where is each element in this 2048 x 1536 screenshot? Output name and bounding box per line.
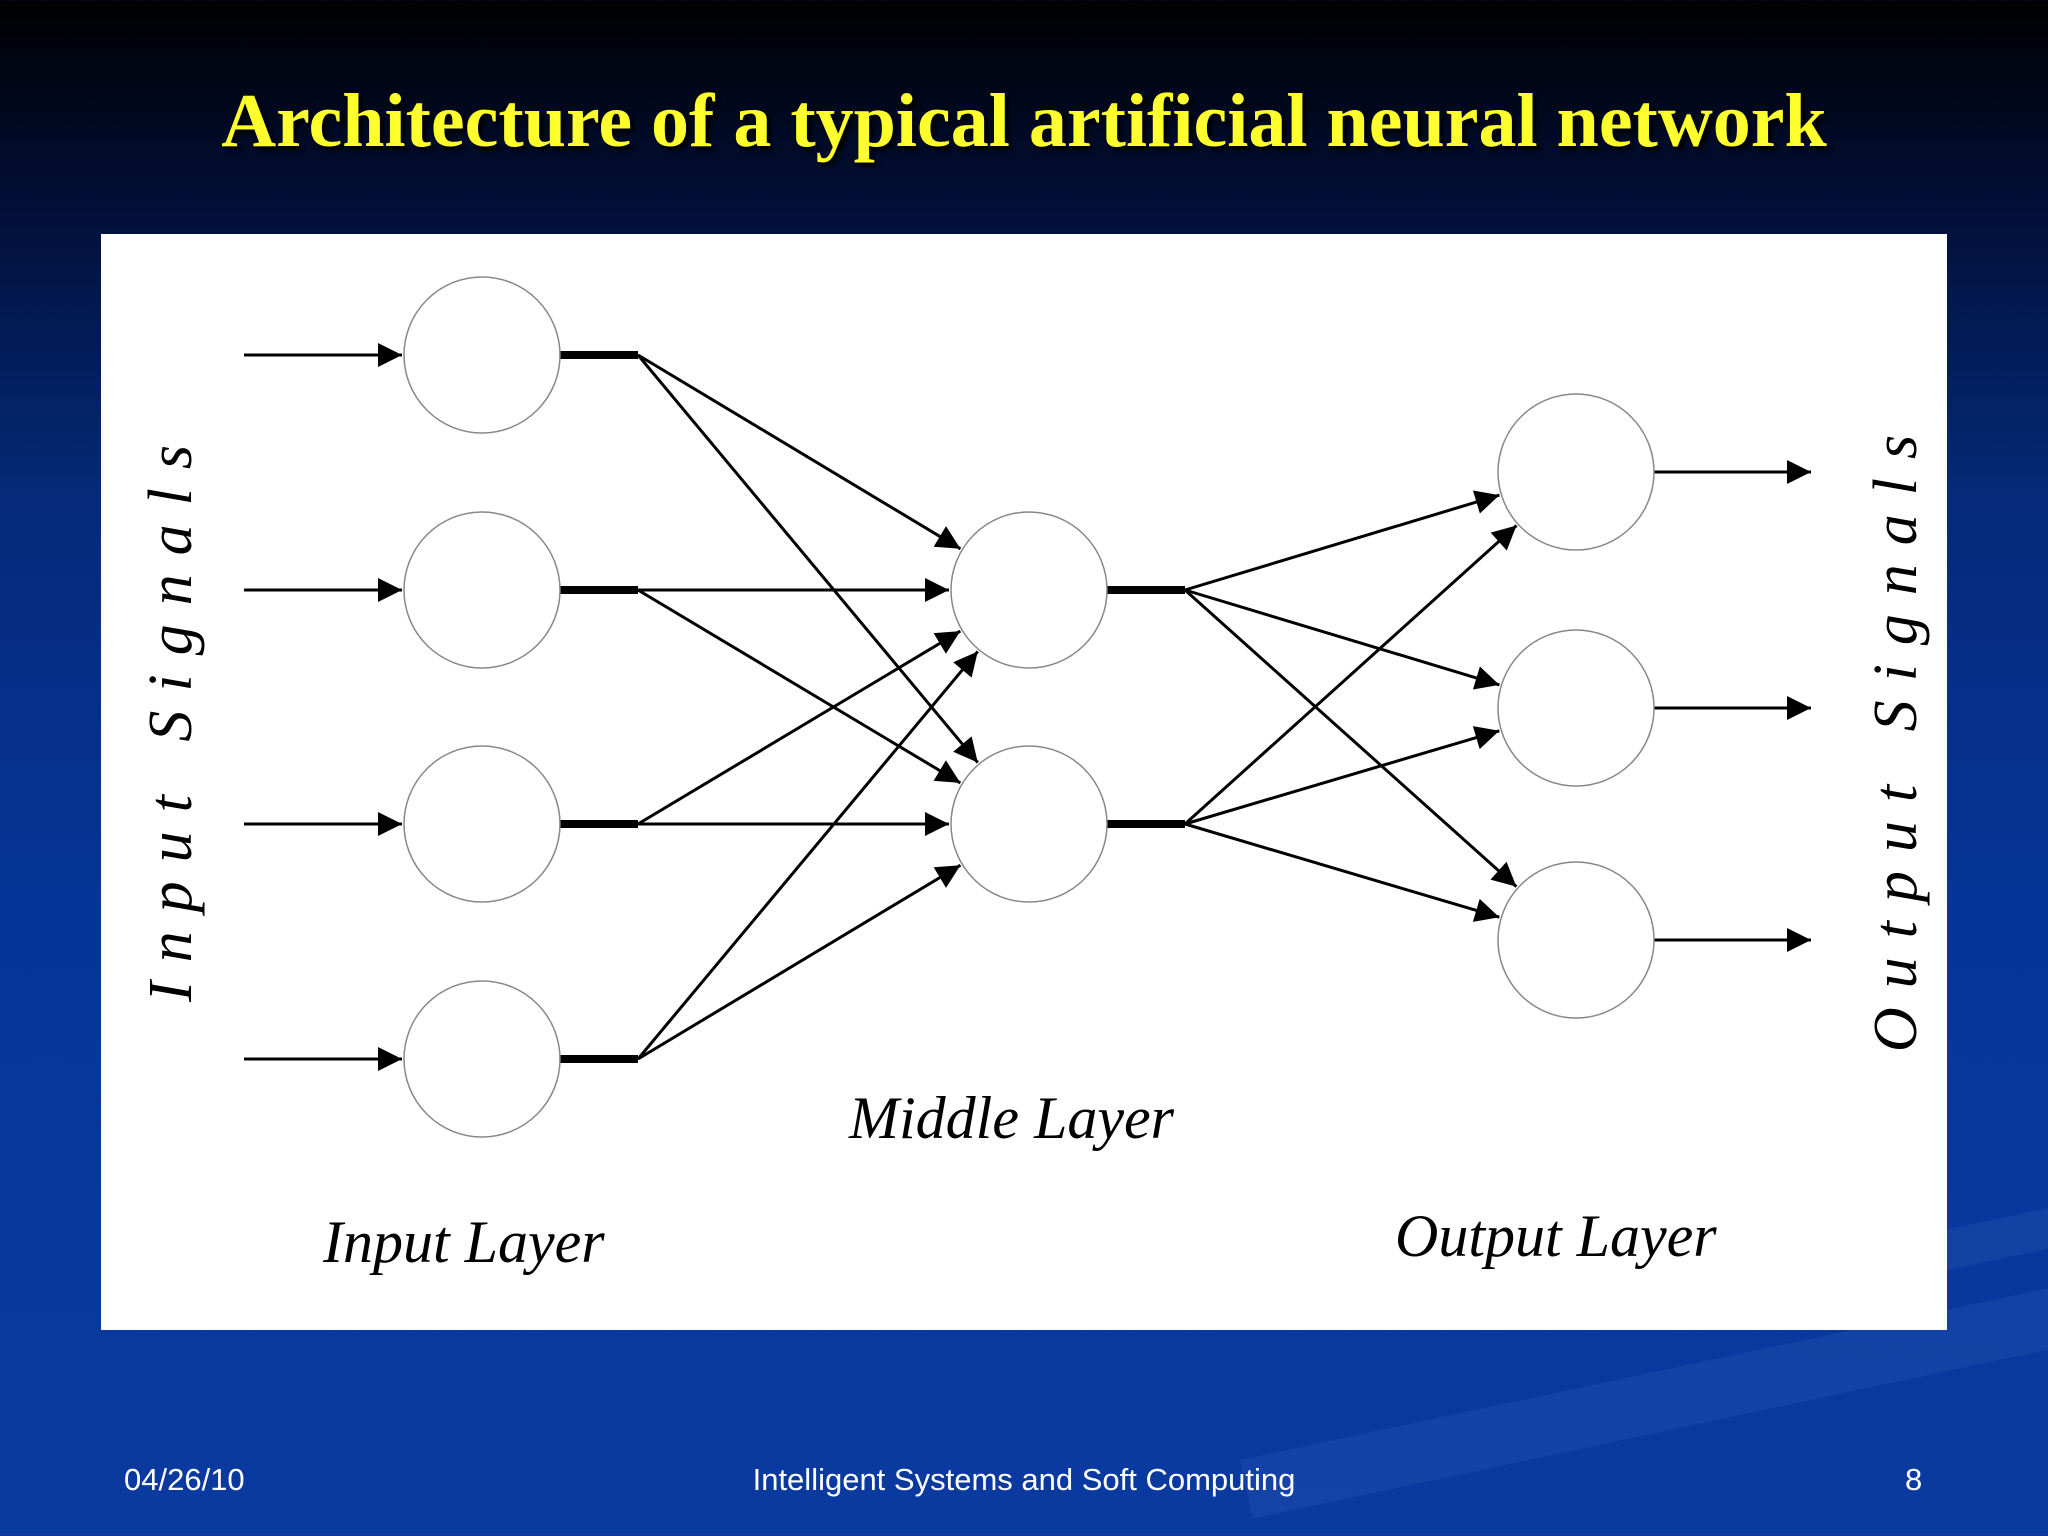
neural-network-diagram: [244, 276, 1811, 1138]
middle-neuron: [950, 511, 1108, 669]
connection-arrow: [637, 863, 962, 1061]
input-neuron: [403, 980, 561, 1138]
connection-arrow: [1183, 588, 1518, 888]
output-neuron: [1497, 629, 1655, 787]
connection-arrow: [1184, 822, 1500, 922]
connection-arrow: [637, 588, 962, 785]
connection-arrow: [1184, 588, 1500, 690]
slide-title: Architecture of a typical artificial neu…: [221, 79, 1827, 163]
input-layer-label: Input Layer: [323, 1209, 605, 1275]
footer-course: Intelligent Systems and Soft Computing: [752, 1462, 1296, 1497]
input-signals-label: Input Signals: [136, 426, 205, 1002]
footer-page-number: 8: [1905, 1462, 1923, 1497]
input-neuron: [403, 511, 561, 669]
middle-layer-label: Middle Layer: [849, 1085, 1174, 1151]
connection-arrow: [636, 650, 979, 1060]
connection-arrow: [1183, 524, 1518, 826]
connection-arrow: [1184, 490, 1500, 592]
output-neuron: [1497, 861, 1655, 1019]
connection-arrow: [637, 353, 962, 551]
connection-arrow: [1184, 726, 1500, 826]
output-signals-label: Output Signals: [1862, 415, 1931, 1053]
output-neuron: [1497, 393, 1655, 551]
middle-neuron: [950, 745, 1108, 903]
connection-arrow: [636, 354, 979, 764]
input-neuron: [403, 276, 561, 434]
diagram-panel: Input Signals Output Signals Input Layer…: [101, 234, 1947, 1330]
footer-date: 04/26/10: [124, 1462, 245, 1497]
connection-arrow: [637, 629, 962, 826]
output-layer-label: Output Layer: [1395, 1203, 1717, 1269]
input-neuron: [403, 745, 561, 903]
